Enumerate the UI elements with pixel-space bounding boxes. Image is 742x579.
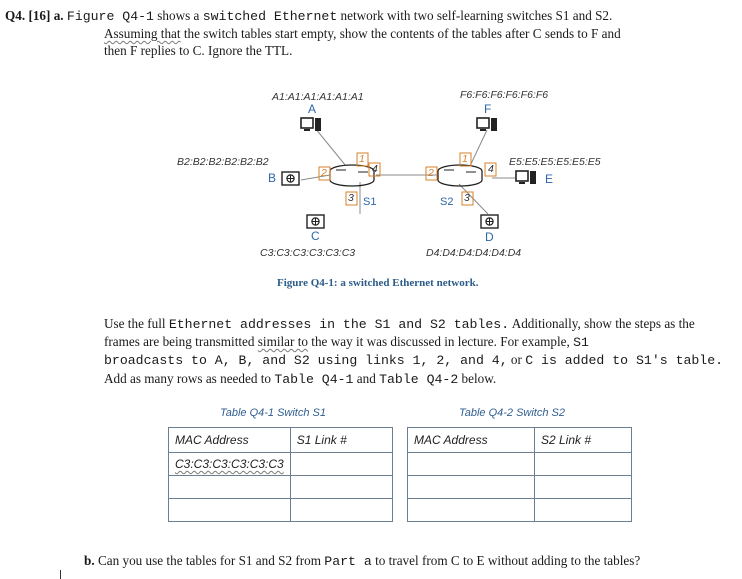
table-row [407,452,632,476]
switch-s1 [329,164,375,187]
cell-mac[interactable] [407,475,535,499]
table-header-row: MAC Address S2 Link # [407,427,632,453]
instruction-line4: Add as many rows as needed to Table Q4-1… [104,371,497,387]
table-row [168,498,394,522]
table2-caption: Table Q4-2 Switch S2 [459,407,565,419]
port-boxes [318,152,497,206]
table-row [407,475,632,499]
host-e-label: E [545,172,554,186]
cell-link[interactable] [534,498,632,522]
cell-mac[interactable] [168,475,291,499]
link-s2-f [469,129,488,167]
cell-mac[interactable] [407,452,535,476]
table-s2: MAC Address S2 Link # [407,427,632,522]
part-b: b. Can you use the tables for S1 and S2 … [84,553,641,569]
host-a-label: A [308,102,317,116]
switch-s2-label: S2 [440,196,454,208]
s2-port-2: 2 [428,167,434,179]
table1-caption: Table Q4-1 Switch S1 [220,407,326,419]
figure-caption: Figure Q4-1: a switched Ethernet network… [277,277,479,289]
cell-link[interactable] [289,498,394,522]
table-header-row: MAC Address S1 Link # [168,427,394,453]
switch-s2 [437,164,483,187]
mac-c: C3:C3:C3:C3:C3:C3 [260,247,356,259]
col-link: S2 Link # [534,427,632,453]
table-row [168,475,394,499]
host-c-label: C [311,229,320,243]
network-figure [281,117,536,229]
host-b-label: B [268,171,277,185]
switch-s1-label: S1 [363,196,377,208]
figure-ref: Figure Q4-1 [66,9,154,24]
table-s1: MAC Address S1 Link # C3:C3:C3:C3:C3:C3 [168,427,394,522]
computer-a-icon [300,117,321,131]
question-label: Q4. [16] a. [5,8,64,23]
instruction-line1: Use the full Ethernet addresses in the S… [104,316,695,332]
s2-port-3: 3 [464,192,470,204]
table-row [407,498,632,522]
s2-port-1: 1 [462,153,468,165]
text-cursor [60,570,61,579]
link-s1-a [314,127,347,167]
computer-e-icon [515,170,536,184]
server-c-icon [306,214,325,229]
mac-d: D4:D4:D4:D4:D4:D4 [426,247,522,259]
s1-port-3: 3 [348,192,354,204]
mac-f: F6:F6:F6:F6:F6:F6 [460,89,549,101]
s2-port-4: 4 [488,163,494,175]
mac-a: A1:A1:A1:A1:A1:A1 [272,91,364,103]
s1-port-1: 1 [359,153,365,165]
link-s1-b [300,174,331,181]
host-f-label: F [484,102,492,116]
mac-b: B2:B2:B2:B2:B2:B2 [177,156,269,168]
cell-link[interactable] [289,475,394,499]
mac-e: E5:E5:E5:E5:E5:E5 [509,156,601,168]
question-header: Q4. [16] a. Figure Q4-1 shows a switched… [5,8,613,24]
cell-link[interactable] [534,452,632,476]
cell-mac[interactable]: C3:C3:C3:C3:C3:C3 [168,452,291,476]
col-mac-address: MAC Address [168,427,291,453]
question-line2: Assuming that the switch tables start em… [104,26,621,41]
instruction-line3: broadcasts to A, B, and S2 using links 1… [104,352,724,368]
server-d-icon [480,214,499,229]
part-b-label: b. [84,553,95,568]
col-mac-address: MAC Address [407,427,535,453]
col-link: S1 Link # [289,427,394,453]
cell-link[interactable] [534,475,632,499]
server-b-icon [281,171,300,186]
s1-port-4: 4 [372,163,378,175]
question-line3: then F replies to C. Ignore the TTL. [104,43,293,58]
cell-mac[interactable] [407,498,535,522]
host-d-label: D [485,230,494,244]
computer-f-icon [476,117,497,131]
instruction-line2: frames are being transmitted similar to … [104,334,589,350]
s1-port-2: 2 [321,167,327,179]
cell-mac[interactable] [168,498,291,522]
cell-link[interactable] [289,452,394,476]
links [300,127,518,215]
table-row: C3:C3:C3:C3:C3:C3 [168,452,394,476]
